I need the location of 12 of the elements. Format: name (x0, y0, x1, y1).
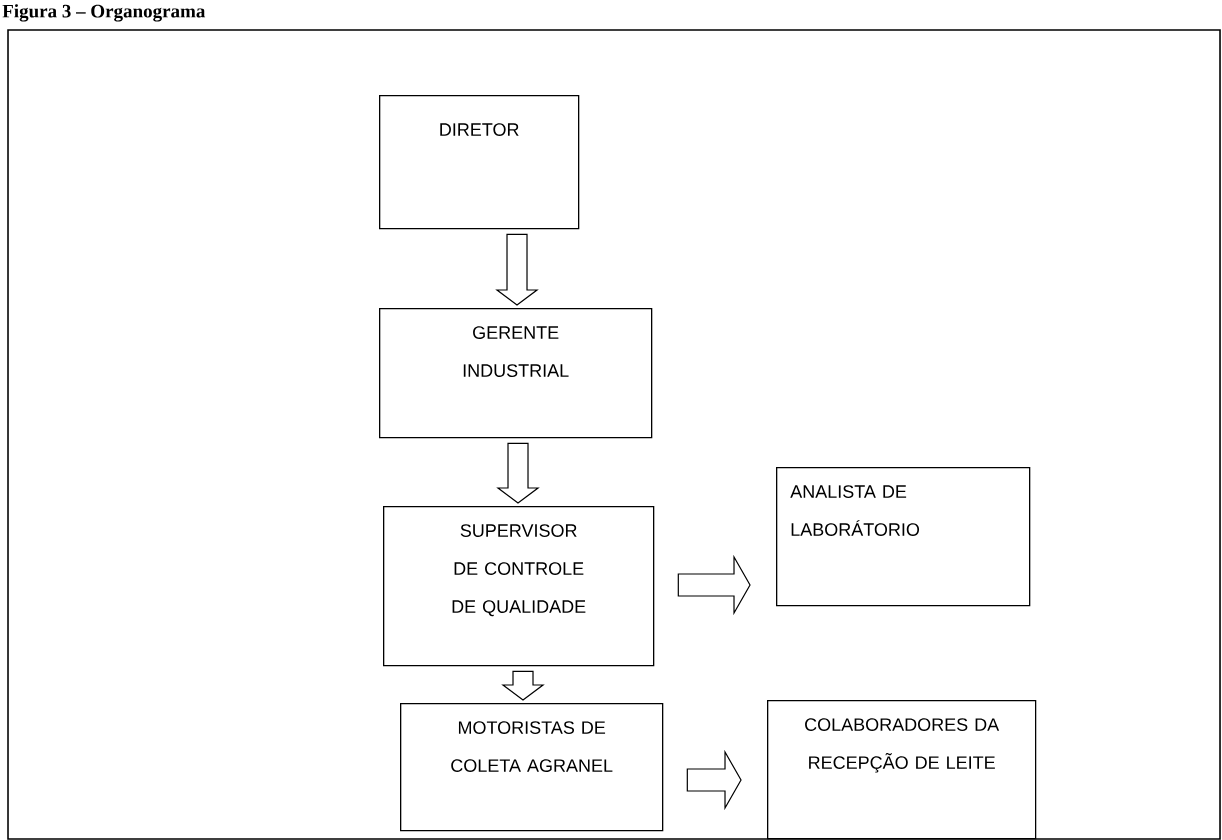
block-arrow (686, 749, 742, 811)
block-arrow (496, 442, 540, 504)
org-box: MOTORISTAS DE COLETA AGRANEL (400, 703, 664, 832)
org-box: ANALISTA DE LABORÁTORIO (776, 467, 1031, 607)
org-box: DIRETOR (379, 95, 580, 230)
block-arrow (495, 233, 539, 306)
org-box: COLABORADORES DA RECEPÇÃO DE LEITE (767, 700, 1037, 840)
block-arrow (501, 670, 545, 701)
org-box: SUPERVISOR DE CONTROLE DE QUALIDADE (383, 506, 655, 667)
block-arrow (677, 554, 751, 616)
figure-title: Figura 3 – Organograma (2, 4, 206, 22)
org-box: GERENTE INDUSTRIAL (379, 308, 653, 439)
